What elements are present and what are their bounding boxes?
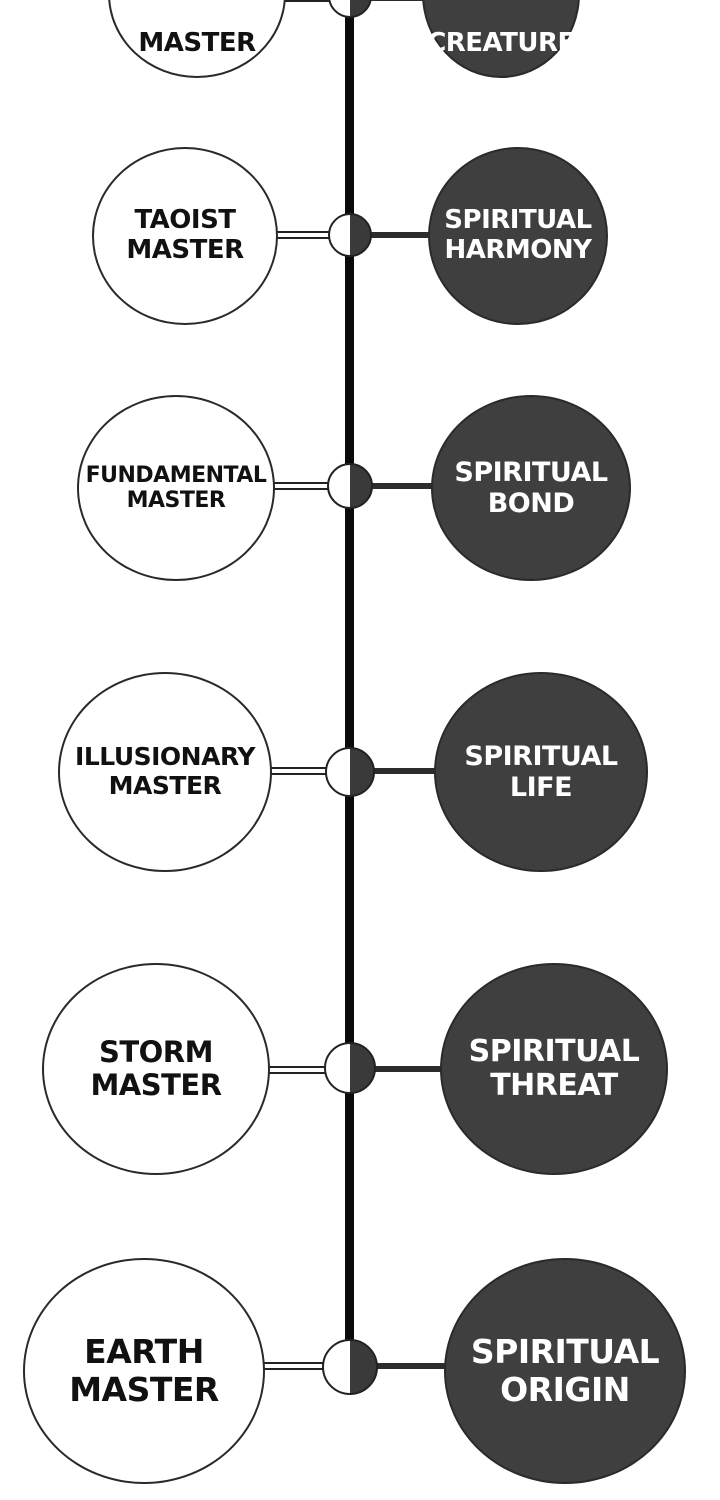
rank-connector-line xyxy=(270,231,350,239)
rank-circle: TAOIST MASTER xyxy=(92,147,278,325)
rank-connector-line xyxy=(262,1066,350,1074)
realm-connector-line xyxy=(350,0,430,1)
timeline-node xyxy=(325,747,375,797)
realm-circle: SPIRITUAL LIFE xyxy=(434,672,648,872)
rank-circle: ILLUSIONARY MASTER xyxy=(58,672,272,872)
timeline-node xyxy=(328,0,372,18)
realm-connector-line xyxy=(350,768,442,774)
rank-label: EARTH MASTER xyxy=(69,1332,219,1409)
realm-connector-line xyxy=(350,1066,446,1072)
rank-circle: EARTH MASTER xyxy=(23,1258,265,1484)
realm-circle: SPIRITUAL ORIGIN xyxy=(444,1258,686,1484)
rank-connector-line xyxy=(256,1362,350,1370)
rank-label: TAOIST MASTER xyxy=(126,205,244,265)
rank-circle: MASTER xyxy=(108,0,286,78)
realm-label: SPIRITUAL ORIGIN xyxy=(470,1332,660,1409)
rank-circle: STORM MASTER xyxy=(42,963,270,1175)
realm-label: SPIRITUAL BOND xyxy=(454,456,608,519)
rank-connector-line xyxy=(265,767,350,775)
timeline-node xyxy=(327,463,373,509)
realm-connector-line xyxy=(350,1363,450,1369)
timeline-node xyxy=(328,213,372,257)
rank-label: FUNDAMENTAL MASTER xyxy=(85,462,267,513)
rank-label: STORM MASTER xyxy=(90,1034,222,1102)
realm-circle: SPIRITUAL THREAT xyxy=(440,963,668,1175)
realm-connector-line xyxy=(350,483,440,489)
rank-label: MASTER xyxy=(138,28,256,59)
rank-label: ILLUSIONARY MASTER xyxy=(75,742,255,800)
realm-label: SPIRITUAL THREAT xyxy=(468,1033,640,1103)
realm-circle: CREATURE xyxy=(422,0,580,78)
central-timeline-spine xyxy=(345,0,354,1390)
rank-circle: FUNDAMENTAL MASTER xyxy=(77,395,275,581)
realm-label: CREATURE xyxy=(427,28,575,59)
realm-label: SPIRITUAL LIFE xyxy=(464,740,618,803)
realm-circle: SPIRITUAL BOND xyxy=(431,395,631,581)
rank-connector-line xyxy=(268,482,350,490)
timeline-node xyxy=(322,1339,378,1395)
realm-label: SPIRITUAL HARMONY xyxy=(444,205,592,265)
rank-connector-line xyxy=(270,0,350,2)
timeline-node xyxy=(324,1042,376,1094)
realm-circle: SPIRITUAL HARMONY xyxy=(428,147,608,325)
realm-connector-line xyxy=(350,232,440,238)
